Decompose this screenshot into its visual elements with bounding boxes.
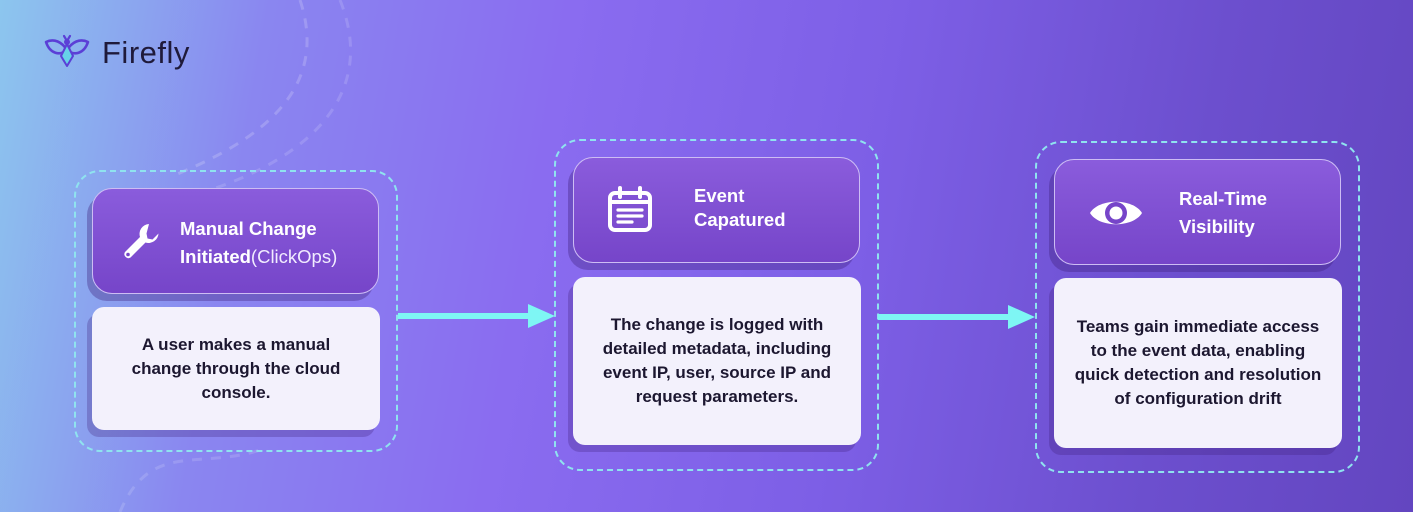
step-title-line1: Manual Change: [180, 218, 317, 239]
step-title: Event Capatured: [694, 184, 854, 232]
calendar-event-icon: [604, 184, 656, 236]
flow-arrow-2: [878, 305, 1035, 329]
flow-arrow-1: [398, 304, 555, 328]
step-event-captured: Event Capatured The change is logged wit…: [554, 139, 879, 471]
step-title-line2: Initiated(ClickOps): [180, 243, 375, 271]
step-title-line1: Event: [694, 185, 745, 206]
eye-icon: [1087, 190, 1145, 236]
step-header: Real-Time Visibility: [1054, 159, 1341, 265]
step-title-bold: Initiated: [180, 246, 251, 267]
logo-wordmark: Firefly: [102, 34, 190, 70]
step-header: Event Capatured: [573, 157, 860, 263]
step-description: A user makes a manual change through the…: [92, 307, 380, 430]
wrench-icon: [115, 217, 165, 267]
step-dashed-frame: [74, 170, 398, 452]
firefly-logo[interactable]: Firefly: [40, 30, 190, 75]
step-title-line2: Visibility: [1179, 216, 1255, 237]
step-title-light: (ClickOps): [250, 246, 338, 267]
step-dashed-frame: [1035, 141, 1360, 473]
step-dashed-frame: [554, 139, 879, 471]
step-header: Manual Change Initiated(ClickOps): [92, 188, 379, 294]
step-real-time-visibility: Real-Time Visibility Teams gain immediat…: [1035, 141, 1360, 473]
step-description: The change is logged with detailed metad…: [573, 277, 861, 445]
step-title-line1: Real-Time: [1179, 188, 1268, 209]
step-title: Manual Change Initiated(ClickOps): [180, 215, 375, 271]
step-description: Teams gain immediate access to the event…: [1054, 278, 1342, 448]
step-title: Real-Time Visibility: [1179, 185, 1339, 241]
firefly-logo-icon: [40, 30, 94, 75]
step-manual-change: Manual Change Initiated(ClickOps) A user…: [74, 170, 398, 452]
step-title-line2: Capatured: [694, 209, 786, 230]
